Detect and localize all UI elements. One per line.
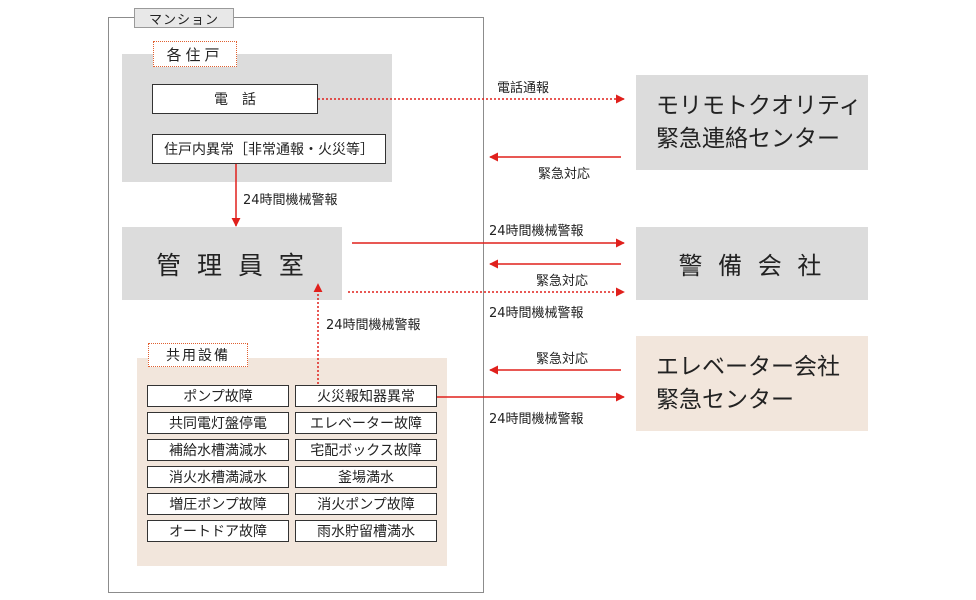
mansion-frame bbox=[108, 17, 484, 593]
facility-item-right-2: エレベーター故障 bbox=[295, 412, 437, 434]
in-unit-abnormal-box: 住戸内異常［非常通報・火災等］ bbox=[152, 134, 386, 164]
facility-item-left-4: 消火水槽満減水 bbox=[147, 466, 289, 488]
mori-emergency-center-box: モリモトクオリティ 緊急連絡センター bbox=[636, 75, 868, 170]
label-security-response: 緊急対応 bbox=[536, 274, 589, 289]
label-phone-report: 電話通報 bbox=[497, 81, 550, 96]
facility-item-left-5: 増圧ポンプ故障 bbox=[147, 493, 289, 515]
facility-item-right-4: 釜場満水 bbox=[295, 466, 437, 488]
elevator-line2: 緊急センター bbox=[656, 386, 794, 413]
facility-item-right-6: 雨水貯留槽満水 bbox=[295, 520, 437, 542]
mori-line2: 緊急連絡センター bbox=[656, 125, 840, 152]
units-label: 各住戸 bbox=[153, 41, 237, 67]
elevator-line1: エレベーター会社 bbox=[656, 353, 840, 380]
mori-line1: モリモトクオリティ bbox=[656, 92, 862, 119]
facility-item-right-1: 火災報知器異常 bbox=[295, 385, 437, 407]
label-security-alarm-2: 24時間機械警報 bbox=[489, 306, 584, 321]
label-units-alarm: 24時間機械警報 bbox=[243, 193, 338, 208]
facility-item-right-3: 宅配ボックス故障 bbox=[295, 439, 437, 461]
label-security-alarm: 24時間機械警報 bbox=[489, 224, 584, 239]
facility-item-left-2: 共同電灯盤停電 bbox=[147, 412, 289, 434]
label-mori-response: 緊急対応 bbox=[538, 167, 591, 182]
elevator-company-box: エレベーター会社 緊急センター bbox=[636, 336, 868, 431]
facility-item-left-1: ポンプ故障 bbox=[147, 385, 289, 407]
phone-box: 電 話 bbox=[152, 84, 318, 114]
label-common-alarm: 24時間機械警報 bbox=[326, 318, 421, 333]
mansion-label: マンション bbox=[134, 8, 234, 28]
label-elevator-alarm: 24時間機械警報 bbox=[489, 412, 584, 427]
facility-item-right-5: 消火ポンプ故障 bbox=[295, 493, 437, 515]
facility-item-left-3: 補給水槽満減水 bbox=[147, 439, 289, 461]
manager-room-box: 管 理 員 室 bbox=[122, 227, 342, 300]
security-company-box: 警 備 会 社 bbox=[636, 227, 868, 300]
label-elevator-response: 緊急対応 bbox=[536, 352, 589, 367]
facility-item-left-6: オートドア故障 bbox=[147, 520, 289, 542]
common-facilities-label: 共用設備 bbox=[148, 343, 248, 367]
